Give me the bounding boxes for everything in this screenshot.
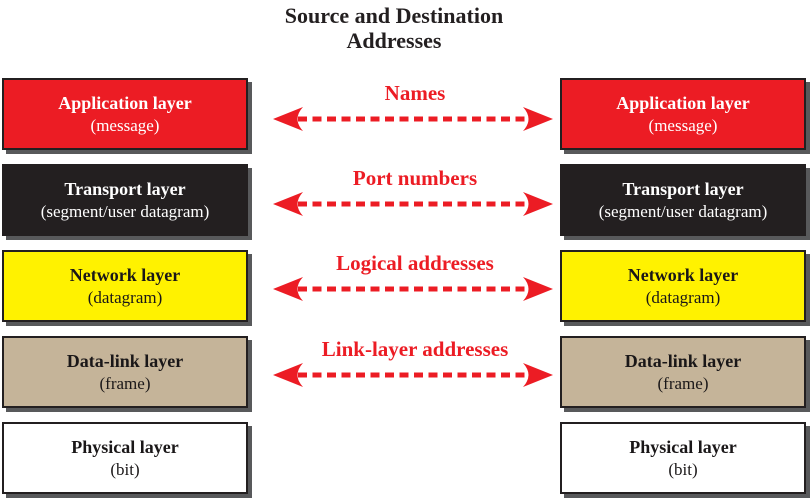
connector-label: Port numbers [352,166,478,190]
double-headed-dashed-arrow-icon [273,107,553,131]
diagram-title-line2: Addresses [346,28,442,53]
connector-label: Link-layer addresses [321,337,509,361]
layer-name: Physical layer [629,437,737,457]
layer-name: Network layer [627,265,739,285]
source-physical-layer-box: Physical layer (bit) [2,422,248,494]
layer-name: Application layer [58,93,192,113]
destination-physical-layer-box: Physical layer (bit) [560,422,806,494]
connector-label: Names [384,81,446,105]
layer-pdu: (datagram) [645,288,721,307]
source-transport-layer-box: Transport layer (segment/user datagram) [2,164,248,236]
double-headed-dashed-arrow-icon [273,277,553,301]
double-headed-dashed-arrow-icon [273,363,553,387]
layer-pdu: (segment/user datagram) [598,202,768,221]
layer-name: Transport layer [622,179,744,199]
destination-application-layer-box: Application layer (message) [560,78,806,150]
layer-name: Data-link layer [66,351,184,371]
layer-name: Physical layer [71,437,179,457]
source-application-layer-box: Application layer (message) [2,78,248,150]
layer-pdu: (bit) [668,460,698,479]
layer-pdu: (message) [648,116,718,135]
layer-pdu: (datagram) [87,288,163,307]
connector-label: Logical addresses [336,251,494,275]
diagram-title: Source and Destination Addresses [0,3,788,53]
layer-pdu: (bit) [110,460,140,479]
destination-network-layer-box: Network layer (datagram) [560,250,806,322]
layer-name: Application layer [616,93,750,113]
connector-logical-addresses: Logical addresses [250,251,562,303]
destination-transport-layer-box: Transport layer (segment/user datagram) [560,164,806,236]
connector-port-numbers: Port numbers [250,166,562,218]
connector-names: Names [250,81,562,133]
layer-pdu: (segment/user datagram) [40,202,210,221]
layer-pdu: (message) [90,116,160,135]
layer-name: Data-link layer [624,351,742,371]
double-headed-dashed-arrow-icon [273,192,553,216]
connector-link-layer-addresses: Link-layer addresses [250,337,562,389]
source-datalink-layer-box: Data-link layer (frame) [2,336,248,408]
source-network-layer-box: Network layer (datagram) [2,250,248,322]
layer-name: Transport layer [64,179,186,199]
destination-datalink-layer-box: Data-link layer (frame) [560,336,806,408]
layer-name: Network layer [69,265,181,285]
layer-pdu: (frame) [99,374,151,393]
diagram-title-line1: Source and Destination [284,3,504,28]
layer-pdu: (frame) [657,374,709,393]
